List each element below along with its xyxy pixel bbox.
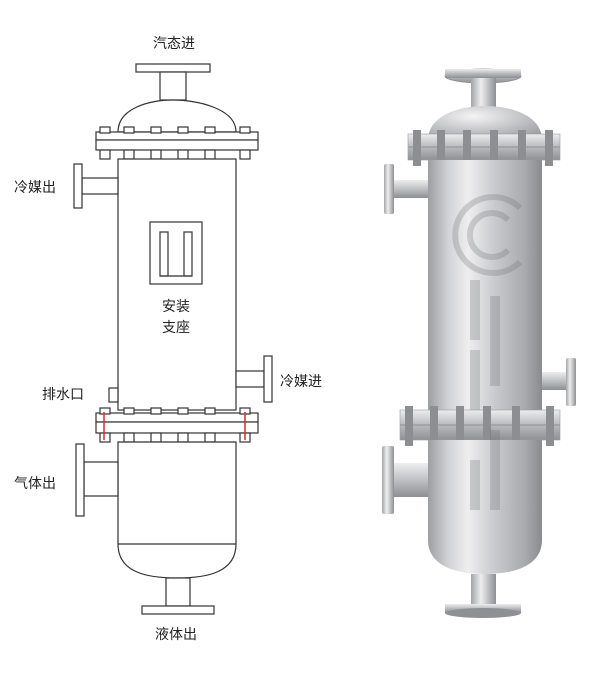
company-watermark-logo [452,194,523,510]
label-mount-line1: 安装 [162,299,190,315]
top-flange-bolts [99,126,251,160]
label-mount-line2: 支座 [162,320,190,336]
label-coolant-in: 冷媒进 [280,374,322,390]
rendered-exchanger [382,68,576,618]
lower-shell [117,441,237,579]
label-steam-in: 汽态进 [153,36,195,52]
drain-nozzle [108,387,119,403]
gas-outlet-nozzle [75,443,119,517]
top-head [117,99,237,133]
label-gas-out: 气体出 [14,476,56,492]
middle-flange [95,407,259,443]
label-liquid-out: 液体出 [155,627,197,643]
coolant-outlet-nozzle [73,163,119,209]
steam-inlet-nozzle [135,63,211,101]
label-coolant-out: 冷媒出 [14,180,56,196]
label-drain: 排水口 [42,387,84,403]
top-flange [95,126,259,160]
line-drawing: 汽态进 冷媒出 安装 支座 冷媒进 排水口 气体出 液体出 [14,36,322,643]
mounting-support [149,221,203,285]
coolant-inlet-nozzle [235,355,273,403]
liquid-outlet-nozzle [141,577,215,615]
